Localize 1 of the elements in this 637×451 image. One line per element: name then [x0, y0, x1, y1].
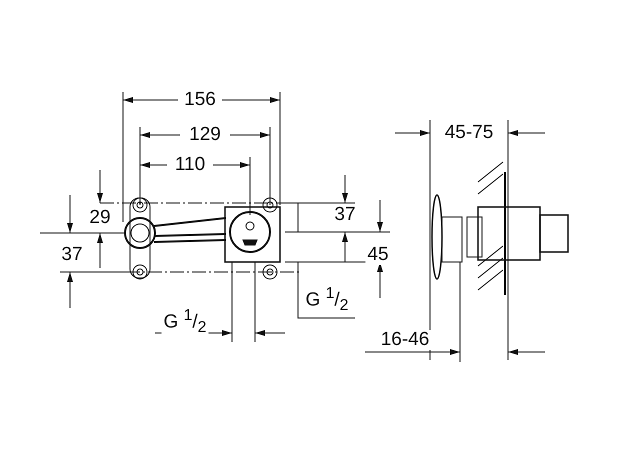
dimension-value: 45	[365, 245, 391, 265]
